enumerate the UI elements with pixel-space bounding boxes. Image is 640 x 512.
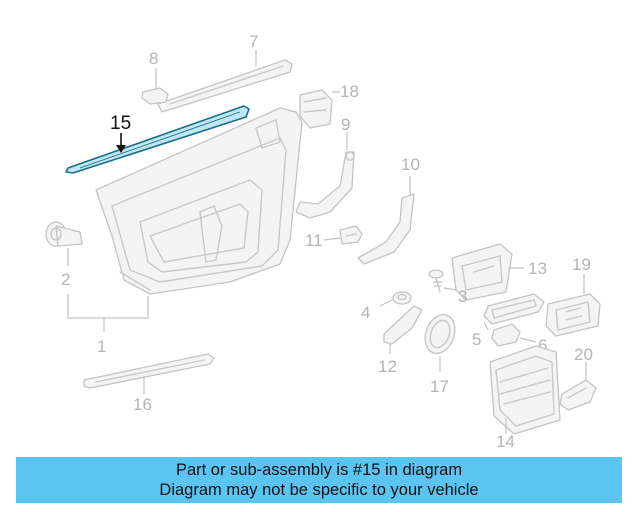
callout-16: 16 bbox=[133, 395, 152, 414]
parts-diagram: 7 8 15 18 2 1 9 bbox=[45, 32, 601, 451]
callout-12: 12 bbox=[378, 357, 397, 376]
callout-8: 8 bbox=[149, 49, 158, 68]
callout-2: 2 bbox=[61, 270, 70, 289]
callout-19: 19 bbox=[572, 255, 591, 274]
info-banner: Part or sub-assembly is #15 in diagram D… bbox=[16, 457, 622, 503]
callout-5: 5 bbox=[472, 330, 481, 349]
part-19-switch bbox=[545, 293, 601, 337]
callout-20: 20 bbox=[574, 345, 593, 364]
banner-line-disclaimer: Diagram may not be specific to your vehi… bbox=[159, 481, 479, 499]
callout-14: 14 bbox=[496, 432, 515, 451]
part-4-plug bbox=[392, 291, 412, 305]
part-7-trim-strip bbox=[157, 59, 293, 113]
door-trim-panel bbox=[95, 107, 303, 295]
callout-18: 18 bbox=[340, 82, 359, 101]
callout-1: 1 bbox=[97, 337, 106, 356]
part-13-switch-bezel bbox=[451, 243, 513, 301]
part-16-trim-strip bbox=[83, 353, 215, 389]
callout-3: 3 bbox=[458, 287, 467, 306]
part-6-bezel bbox=[491, 323, 521, 347]
callout-15: 15 bbox=[110, 113, 131, 134]
part-5-trim-ring bbox=[483, 293, 545, 325]
callout-9: 9 bbox=[341, 115, 350, 134]
callout-11: 11 bbox=[305, 231, 323, 250]
part-9-handle-rod bbox=[295, 151, 355, 219]
part-17-round-cover bbox=[424, 313, 456, 355]
callout-7: 7 bbox=[249, 32, 258, 51]
part-3-screw bbox=[428, 269, 444, 293]
part-2-grommet bbox=[45, 221, 83, 247]
part-18-module bbox=[299, 89, 333, 129]
callout-13: 13 bbox=[528, 259, 547, 278]
part-10-pull-strap bbox=[357, 193, 415, 265]
part-20-switch bbox=[559, 379, 597, 411]
part-8-clip bbox=[141, 87, 169, 105]
part-11-clip bbox=[339, 225, 363, 245]
callout-4: 4 bbox=[361, 303, 370, 322]
callout-10: 10 bbox=[401, 155, 420, 174]
part-12-bracket bbox=[383, 305, 423, 345]
banner-line-part: Part or sub-assembly is #15 in diagram bbox=[175, 461, 463, 479]
part-15-weatherstrip bbox=[65, 105, 250, 174]
callout-6: 6 bbox=[538, 336, 547, 355]
callout-17: 17 bbox=[430, 377, 449, 396]
part-14-panel-insert bbox=[489, 345, 561, 435]
